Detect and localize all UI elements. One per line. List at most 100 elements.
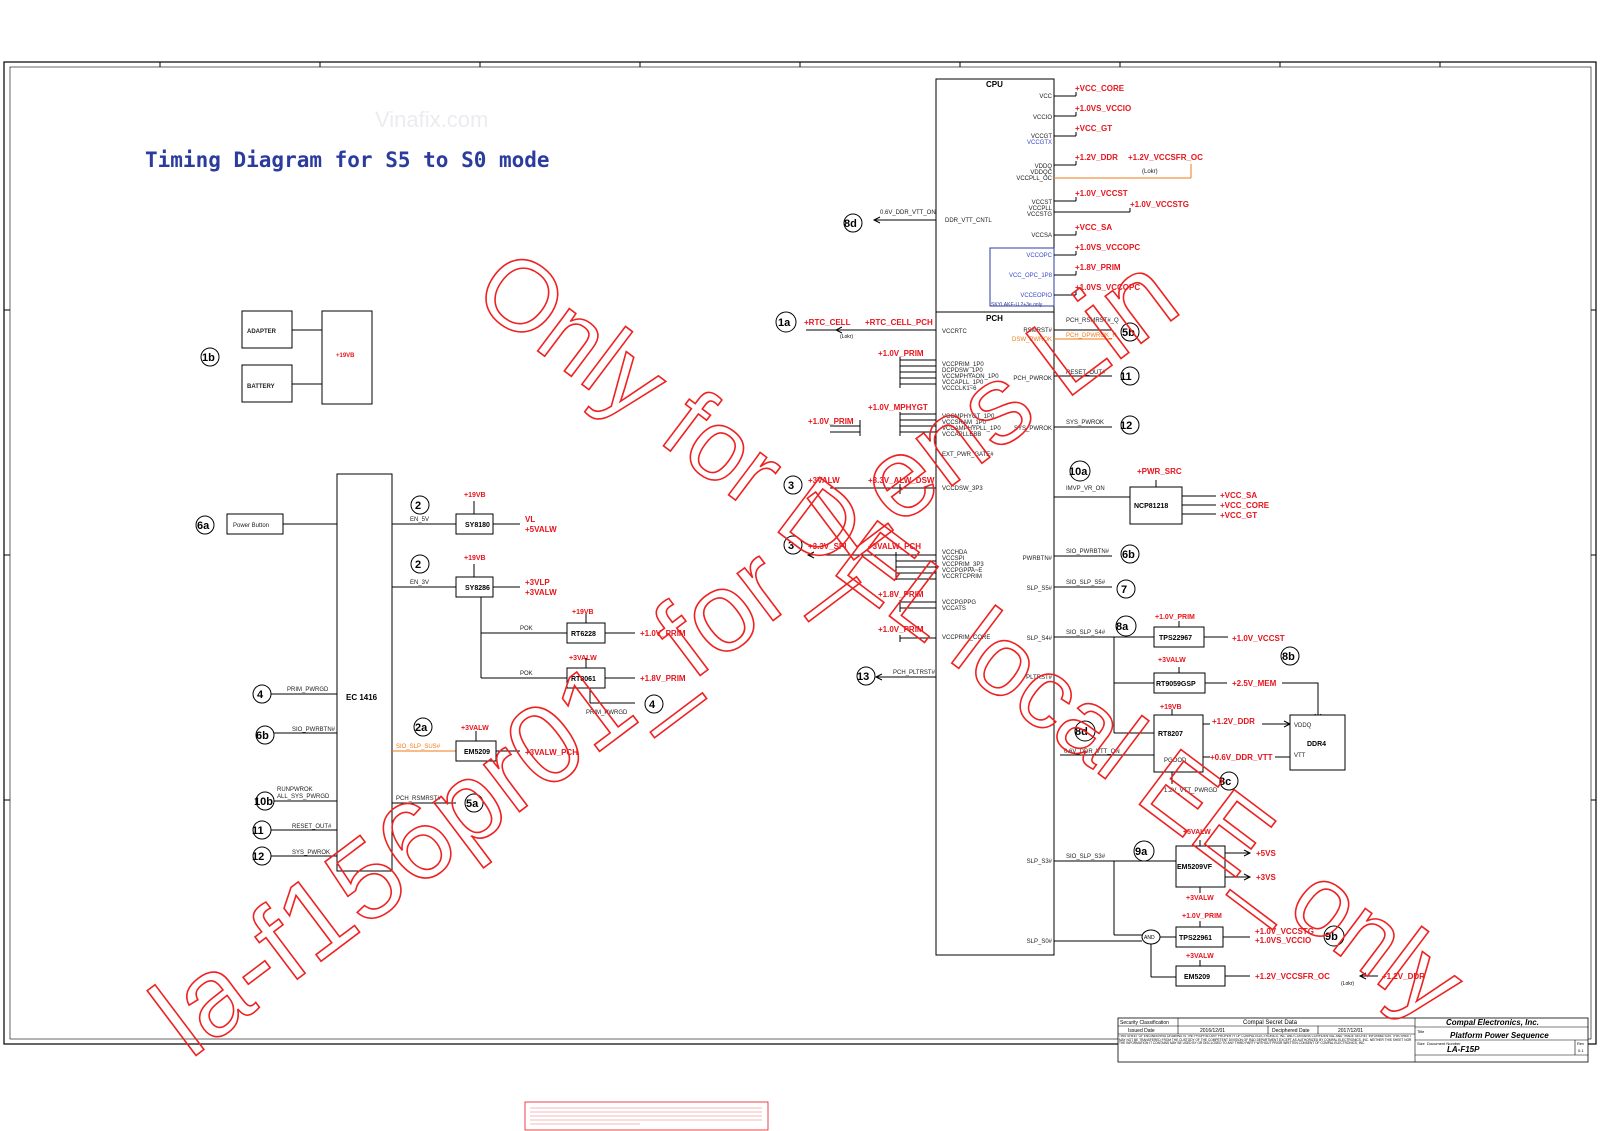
svg-text:+2.5V_MEM: +2.5V_MEM	[1232, 679, 1277, 688]
svg-text:DDR4: DDR4	[1307, 741, 1326, 748]
svg-text:6b: 6b	[1122, 549, 1135, 561]
svg-text:TPS22967: TPS22967	[1159, 635, 1192, 642]
svg-text:8d: 8d	[844, 218, 857, 230]
svg-text:SIO_SLP_SUS#: SIO_SLP_SUS#	[396, 744, 441, 750]
step-10a	[1069, 460, 1091, 482]
svg-text:PCH: PCH	[986, 314, 1003, 323]
svg-text:+VCC_SA: +VCC_SA	[1075, 223, 1112, 232]
svg-text:+3VALW: +3VALW	[461, 725, 489, 732]
svg-text:RESET_OUT#: RESET_OUT#	[292, 824, 332, 830]
svg-text:VCC: VCC	[1039, 94, 1052, 100]
svg-text:+1.0VS_VCCIO: +1.0VS_VCCIO	[1255, 936, 1311, 945]
svg-text:+3VALW: +3VALW	[1186, 953, 1214, 960]
svg-text:PWRBTN#: PWRBTN#	[1023, 556, 1053, 562]
svg-text:RESET_OUT#: RESET_OUT#	[1066, 370, 1106, 376]
svg-text:12: 12	[1120, 420, 1132, 432]
svg-text:SIO_SLP_S3#: SIO_SLP_S3#	[1066, 854, 1106, 860]
svg-text:VCCHDA: VCCHDA	[942, 550, 967, 556]
svg-text:7: 7	[1121, 584, 1127, 596]
svg-text:2a: 2a	[415, 722, 428, 734]
svg-text:+VCC_CORE: +VCC_CORE	[1220, 501, 1270, 510]
svg-text:VCCAMPHYPLL_1P0: VCCAMPHYPLL_1P0	[942, 426, 1001, 432]
step-8b	[1280, 646, 1300, 666]
svg-text:+5VALW: +5VALW	[1183, 829, 1211, 836]
step-5a	[464, 793, 484, 813]
svg-text:VCCMPHYGT_1P0: VCCMPHYGT_1P0	[942, 414, 995, 420]
svg-text:+1.8V_PRIM: +1.8V_PRIM	[640, 674, 686, 683]
svg-text:+1.0V_VCCSTG: +1.0V_VCCSTG	[1130, 200, 1189, 209]
step-8c	[1219, 771, 1239, 791]
svg-text:8d: 8d	[1075, 726, 1088, 738]
svg-text:VCCAPLLEBB: VCCAPLLEBB	[942, 432, 981, 438]
19vb-merge-block	[321, 310, 373, 405]
svg-text:2017/12/01: 2017/12/01	[1338, 1028, 1363, 1034]
svg-text:5b: 5b	[1122, 327, 1135, 339]
svg-text:2: 2	[415, 500, 421, 512]
brand-watermark: Vinafix.com	[375, 107, 488, 132]
skylake-opc-group	[989, 247, 1055, 307]
step-1a	[775, 311, 797, 333]
svg-text:(Lokr): (Lokr)	[840, 334, 853, 340]
svg-text:PCH_DPWROK_R: PCH_DPWROK_R	[1066, 333, 1117, 339]
svg-text:1.2V_VTT_PWRGD: 1.2V_VTT_PWRGD	[1164, 788, 1218, 794]
svg-text:EXT_PWR_GATE#: EXT_PWR_GATE#	[942, 452, 994, 458]
svg-text:+19VB: +19VB	[336, 353, 355, 359]
svg-text:Deciphered Date: Deciphered Date	[1272, 1028, 1310, 1034]
svg-text:RUNPWROK: RUNPWROK	[277, 787, 313, 793]
svg-text:VCCCLK1~6: VCCCLK1~6	[942, 386, 977, 392]
svg-text:+1.8V_PRIM: +1.8V_PRIM	[878, 590, 924, 599]
cpu-block	[935, 78, 1055, 313]
svg-text:+1.2V_VCCSFR_OC: +1.2V_VCCSFR_OC	[1255, 972, 1330, 981]
step-12-pch	[1120, 415, 1140, 435]
svg-text:VCCRTCPRIM: VCCRTCPRIM	[942, 574, 982, 580]
svg-text:+1.2V_DDR: +1.2V_DDR	[1212, 717, 1255, 726]
svg-text:PCH_RSMRST#: PCH_RSMRST#	[396, 796, 441, 802]
svg-text:+RTC_CELL_PCH: +RTC_CELL_PCH	[865, 318, 933, 327]
svg-text:VCCSPI: VCCSPI	[942, 556, 965, 562]
svg-text:VCCATS: VCCATS	[942, 606, 966, 612]
svg-text:VCC_OPC_1P8: VCC_OPC_1P8	[1009, 273, 1053, 279]
svg-text:+3VALW: +3VALW	[1186, 895, 1214, 902]
svg-text:+3.3V_SPI: +3.3V_SPI	[808, 542, 846, 551]
svg-text:SY8180: SY8180	[465, 522, 490, 529]
svg-text:4: 4	[649, 699, 656, 711]
svg-text:+VCC_GT: +VCC_GT	[1075, 124, 1112, 133]
svg-text:2016/12/01: 2016/12/01	[1200, 1028, 1225, 1034]
svg-text:RT8061: RT8061	[571, 676, 596, 683]
svg-text:+1.0VS_VCCIO: +1.0VS_VCCIO	[1075, 104, 1131, 113]
svg-text:10b: 10b	[254, 796, 273, 808]
cpu-rails: +VCC_CORE +1.0VS_VCCIO +VCC_GT +1.2V_DDR…	[1054, 84, 1203, 296]
step-8d-top	[843, 213, 863, 233]
svg-text:Security Classification: Security Classification	[1120, 1020, 1169, 1026]
ec-1416-block	[336, 473, 393, 872]
svg-text:VL: VL	[525, 515, 535, 524]
svg-text:SYS_PWROK: SYS_PWROK	[292, 850, 330, 856]
svg-text:TPS22961: TPS22961	[1179, 935, 1212, 942]
svg-text:0.6V_DDR_VTT_ON: 0.6V_DDR_VTT_ON	[880, 210, 936, 216]
page-title: Timing Diagram for S5 to S0 mode	[145, 148, 550, 172]
svg-text:+3VALW: +3VALW	[1158, 657, 1186, 664]
svg-text:+VCC_CORE: +VCC_CORE	[1075, 84, 1125, 93]
svg-text:1a: 1a	[778, 317, 791, 329]
svg-text:+1.0V_PRIM: +1.0V_PRIM	[808, 417, 854, 426]
svg-text:+1.0V_VCCST: +1.0V_VCCST	[1232, 634, 1285, 643]
step-6b-pch	[1120, 544, 1140, 564]
svg-text:+1.2V_DDR: +1.2V_DDR	[1075, 153, 1118, 162]
svg-text:13: 13	[857, 671, 869, 683]
svg-text:VCCPGPPG: VCCPGPPG	[942, 600, 976, 606]
svg-text:VDDQC: VDDQC	[1030, 170, 1052, 176]
svg-text:+19VB: +19VB	[464, 492, 486, 499]
svg-text:+1.0V_PRIM: +1.0V_PRIM	[1182, 913, 1222, 920]
svg-text:DCPDSW_1P0: DCPDSW_1P0	[942, 368, 983, 374]
svg-text:VCCPRIM_CORE: VCCPRIM_CORE	[942, 635, 990, 641]
svg-text:Title: Title	[1417, 1029, 1425, 1034]
svg-text:EN_5V: EN_5V	[410, 517, 429, 523]
svg-text:SIO_PWRBTN#: SIO_PWRBTN#	[292, 727, 336, 733]
svg-text:SY8286: SY8286	[465, 585, 490, 592]
svg-text:+1.0V_PRIM: +1.0V_PRIM	[878, 625, 924, 634]
svg-text:1b: 1b	[202, 352, 215, 364]
svg-text:EM5209: EM5209	[464, 749, 490, 756]
step-9b	[1323, 925, 1345, 947]
svg-text:VCCPRIM_1P0: VCCPRIM_1P0	[942, 362, 984, 368]
